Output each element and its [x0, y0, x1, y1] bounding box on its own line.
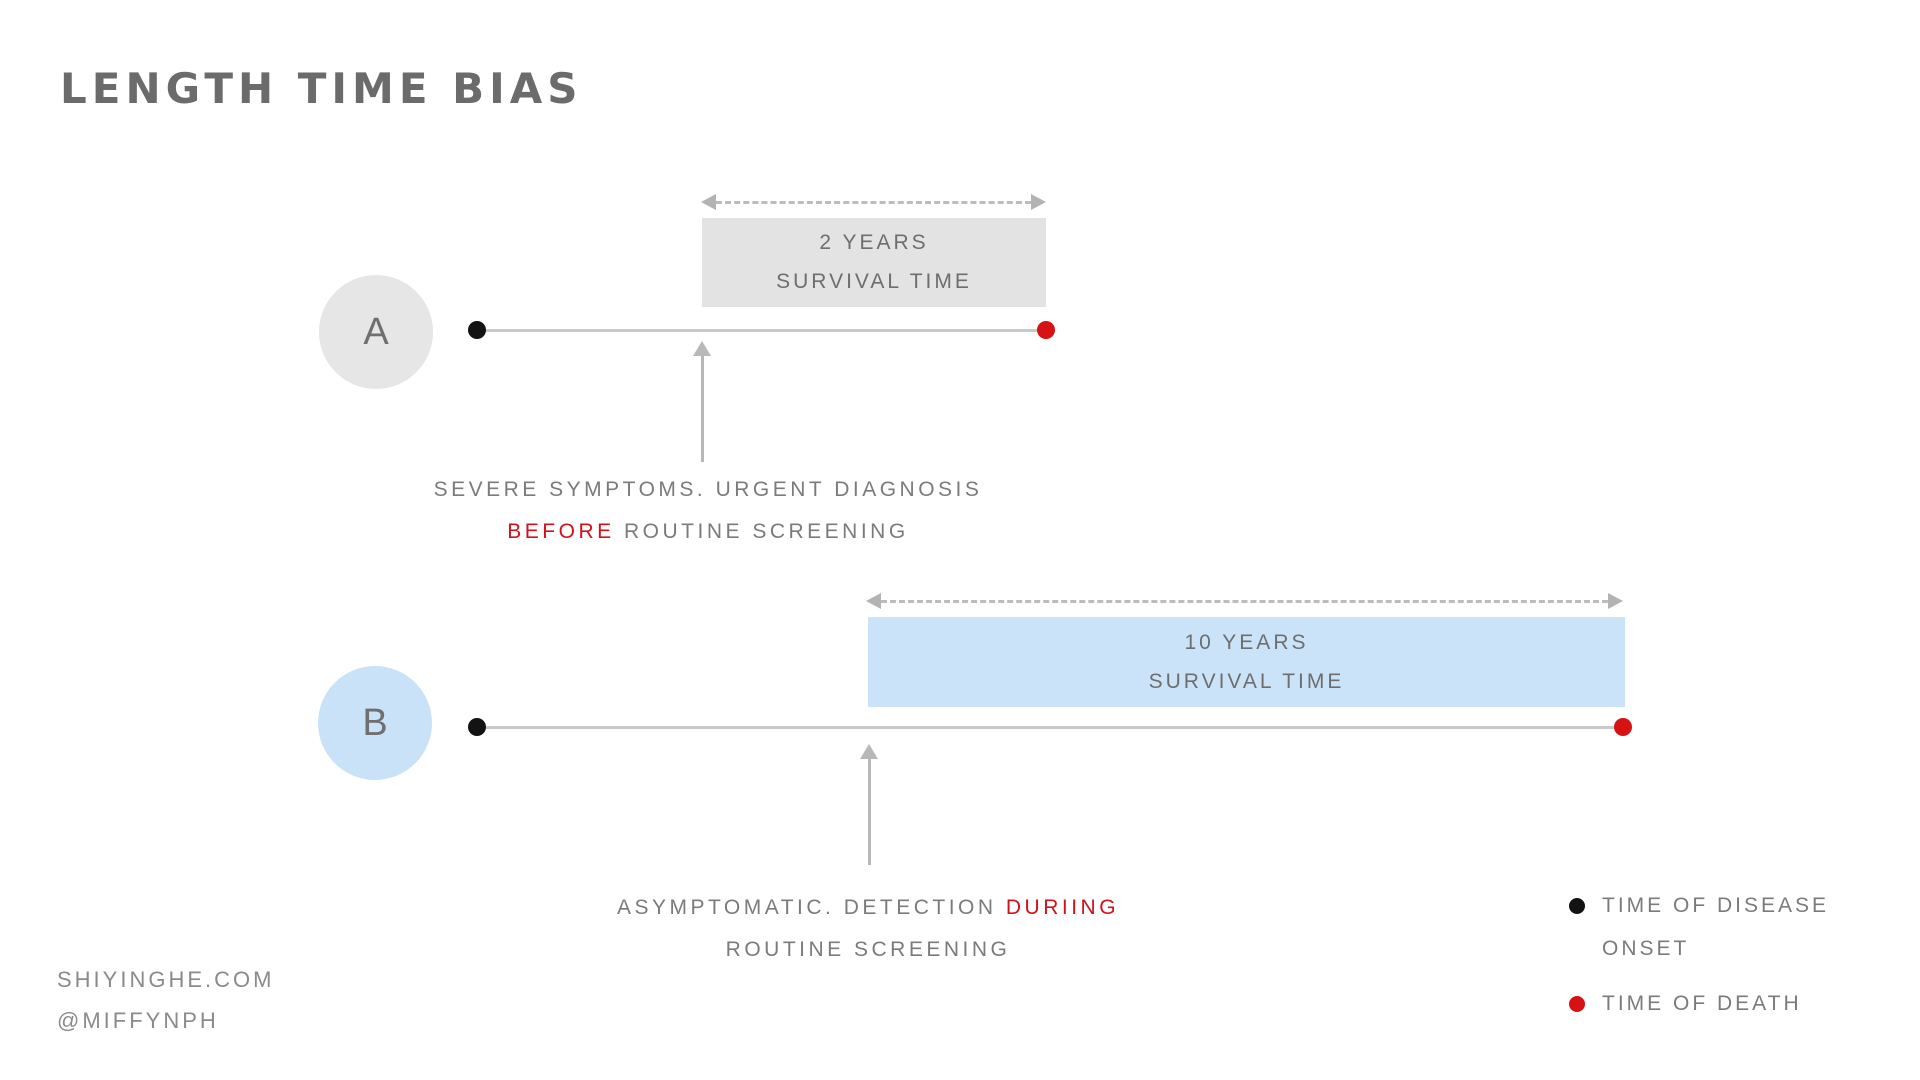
caption-a: SEVERE SYMPTOMS. URGENT DIAGNOSIS BEFORE… — [328, 469, 1088, 553]
arrow-left-icon — [701, 194, 716, 210]
arrow-right-icon — [1608, 593, 1623, 609]
caption-b-line1: ASYMPTOMATIC. DETECTION DURIING — [488, 887, 1248, 929]
timeline-b — [477, 726, 1623, 729]
survival-time-box-b: 10 YEARS SURVIVAL TIME — [868, 617, 1625, 707]
survival-years-b: 10 YEARS — [1184, 630, 1309, 654]
dashed-line — [881, 599, 1608, 603]
survival-years-a: 2 YEARS — [819, 231, 929, 254]
caption-a-line2: BEFORE ROUTINE SCREENING — [328, 511, 1088, 553]
caption-a-line2-rest: ROUTINE SCREENING — [614, 520, 909, 543]
page-title: LENGTH TIME BIAS — [60, 64, 583, 113]
scenario-b-badge: B — [318, 666, 432, 780]
footer-handle: @MIFFYNPH — [57, 1008, 219, 1033]
legend-onset-line1: TIME OF DISEASE — [1602, 894, 1830, 917]
survival-span-arrow-a — [701, 193, 1046, 211]
black-dot-icon — [1569, 898, 1585, 914]
caption-b-line1-prefix: ASYMPTOMATIC. DETECTION — [616, 896, 1006, 919]
legend-item-time-of-death: TIME OF DEATH — [1569, 982, 1802, 1025]
arrow-stem — [700, 356, 704, 462]
survival-caption-b: SURVIVAL TIME — [1148, 669, 1345, 693]
survival-time-box-a: 2 YEARS SURVIVAL TIME — [702, 218, 1046, 307]
dashed-line — [716, 200, 1031, 204]
caption-b-line2: ROUTINE SCREENING — [725, 938, 1011, 961]
death-dot-b — [1614, 718, 1632, 736]
scenario-a-label: A — [363, 310, 389, 353]
footer-website: SHIYINGHE.COM — [57, 967, 275, 992]
caption-b-highlight: DURIING — [1005, 896, 1120, 919]
detection-pointer-arrow-b — [860, 744, 878, 865]
diagnosis-pointer-arrow-a — [693, 341, 711, 462]
footer: SHIYINGHE.COM @MIFFYNPH — [57, 959, 274, 1041]
arrow-left-icon — [866, 593, 881, 609]
arrow-stem — [867, 759, 871, 865]
legend-item-disease-onset: TIME OF DISEASE ONSET — [1569, 884, 1829, 970]
arrow-up-icon — [860, 744, 878, 759]
caption-a-highlight: BEFORE — [507, 520, 615, 543]
disease-onset-dot-b — [468, 718, 486, 736]
arrow-up-icon — [693, 341, 711, 356]
timeline-a — [477, 329, 1046, 332]
red-dot-icon — [1569, 996, 1585, 1012]
scenario-a-badge: A — [319, 275, 433, 389]
caption-b: ASYMPTOMATIC. DETECTION DURIING ROUTINE … — [488, 887, 1248, 971]
legend-onset-line2: ONSET — [1602, 937, 1690, 960]
scenario-b-label: B — [362, 701, 388, 744]
arrow-right-icon — [1031, 194, 1046, 210]
caption-a-line1: SEVERE SYMPTOMS. URGENT DIAGNOSIS — [433, 478, 983, 501]
survival-span-arrow-b — [866, 592, 1623, 610]
legend-onset-label: TIME OF DISEASE ONSET — [1602, 884, 1829, 970]
disease-onset-dot-a — [468, 321, 486, 339]
survival-caption-a: SURVIVAL TIME — [776, 270, 972, 293]
death-dot-a — [1037, 321, 1055, 339]
legend-death-label: TIME OF DEATH — [1602, 992, 1802, 1015]
